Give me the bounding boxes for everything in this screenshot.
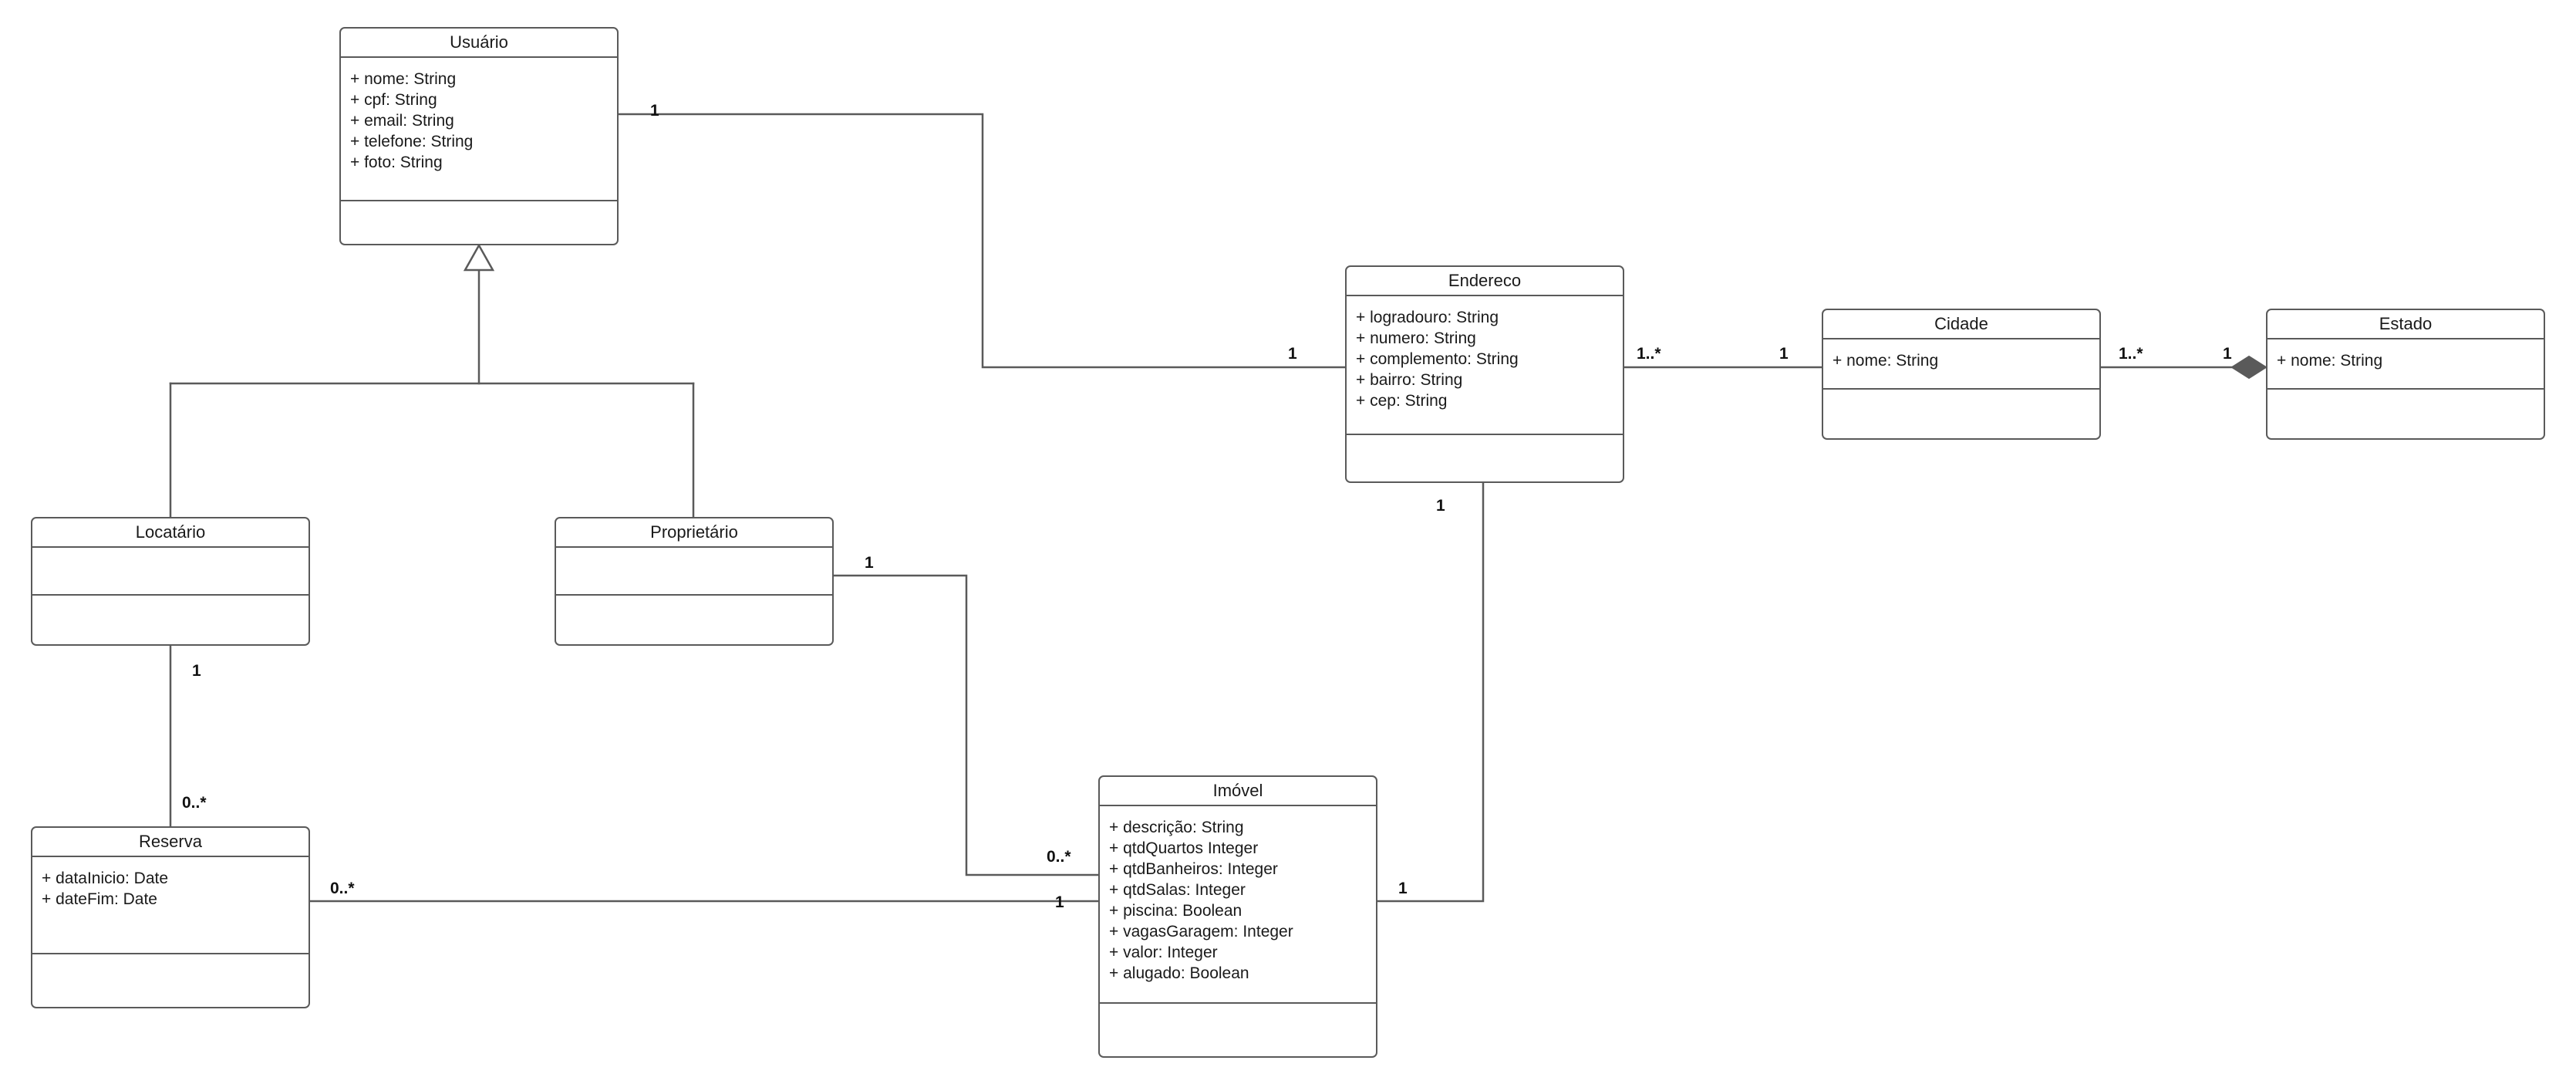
attribute: + complemento: String — [1356, 350, 1519, 368]
class-name-endereco: Endereco — [1347, 267, 1623, 296]
class-attributes-imovel: + descrição: String + qtdQuartos Integer… — [1100, 806, 1376, 1004]
attribute: + qtdBanheiros: Integer — [1109, 860, 1278, 878]
attribute: + nome: String — [350, 70, 457, 88]
class-name-locatario: Locatário — [32, 518, 309, 548]
class-box-proprietario[interactable]: Proprietário — [555, 517, 834, 646]
multiplicity-label: 1 — [1436, 497, 1445, 515]
class-name-proprietario: Proprietário — [556, 518, 832, 548]
class-methods-endereco — [1347, 435, 1623, 481]
attribute: + valor: Integer — [1109, 944, 1218, 961]
class-box-cidade[interactable]: Cidade + nome: String — [1822, 309, 2101, 440]
class-attributes-locatario — [32, 548, 309, 596]
class-methods-estado — [2267, 390, 2544, 438]
attribute: + numero: String — [1356, 329, 1476, 347]
class-name-usuario: Usuário — [341, 29, 617, 58]
attribute: + cep: String — [1356, 392, 1448, 410]
attribute: + qtdSalas: Integer — [1109, 881, 1246, 899]
class-box-reserva[interactable]: Reserva + dataInicio: Date + dateFim: Da… — [31, 826, 310, 1008]
class-attributes-proprietario — [556, 548, 832, 596]
attribute: + alugado: Boolean — [1109, 964, 1249, 982]
generalization-arrowhead — [463, 243, 495, 272]
attribute: + nome: String — [1833, 352, 1939, 370]
attribute: + nome: String — [2277, 352, 2383, 370]
attribute: + qtdQuartos Integer — [1109, 839, 1259, 857]
multiplicity-label: 0..* — [1047, 848, 1071, 866]
class-methods-usuario — [341, 201, 617, 244]
class-name-cidade: Cidade — [1823, 310, 2099, 339]
class-box-estado[interactable]: Estado + nome: String — [2266, 309, 2545, 440]
class-name-reserva: Reserva — [32, 828, 309, 857]
multiplicity-label: 1 — [1288, 345, 1297, 363]
multiplicity-label: 1 — [650, 102, 659, 120]
attribute: + vagasGaragem: Integer — [1109, 923, 1293, 940]
multiplicity-label: 1..* — [1637, 345, 1661, 363]
class-name-imovel: Imóvel — [1100, 777, 1376, 806]
attribute: + logradouro: String — [1356, 309, 1499, 326]
multiplicity-label: 0..* — [330, 880, 355, 897]
attribute: + descrição: String — [1109, 819, 1244, 836]
class-box-locatario[interactable]: Locatário — [31, 517, 310, 646]
multiplicity-label: 1 — [192, 662, 201, 680]
attribute: + dataInicio: Date — [42, 870, 169, 887]
edge-proprietario-imovel — [832, 574, 1100, 876]
attribute: + cpf: String — [350, 91, 437, 109]
class-box-imovel[interactable]: Imóvel + descrição: String + qtdQuartos … — [1098, 775, 1377, 1058]
class-attributes-estado: + nome: String — [2267, 339, 2544, 390]
multiplicity-label: 0..* — [182, 794, 207, 812]
class-methods-reserva — [32, 954, 309, 1007]
class-methods-imovel — [1100, 1004, 1376, 1056]
attribute: + foto: String — [350, 154, 443, 171]
attribute: + email: String — [350, 112, 454, 130]
class-box-usuario[interactable]: Usuário + nome: String + cpf: String + e… — [339, 27, 619, 245]
multiplicity-label: 1 — [1055, 893, 1064, 911]
class-methods-cidade — [1823, 390, 2099, 438]
edge-usuario-endereco — [617, 113, 1347, 369]
composition-diamond — [2230, 355, 2267, 380]
multiplicity-label: 1..* — [2119, 345, 2143, 363]
multiplicity-label: 1 — [1779, 345, 1789, 363]
attribute: + piscina: Boolean — [1109, 902, 1242, 920]
class-attributes-endereco: + logradouro: String + numero: String + … — [1347, 296, 1623, 435]
attribute: + telefone: String — [350, 133, 474, 150]
multiplicity-label: 1 — [2223, 345, 2232, 363]
class-name-estado: Estado — [2267, 310, 2544, 339]
class-methods-proprietario — [556, 596, 832, 644]
multiplicity-label: 1 — [1398, 880, 1408, 897]
class-attributes-reserva: + dataInicio: Date + dateFim: Date — [32, 857, 309, 954]
class-attributes-usuario: + nome: String + cpf: String + email: St… — [341, 58, 617, 201]
class-methods-locatario — [32, 596, 309, 644]
multiplicity-label: 1 — [865, 554, 874, 572]
attribute: + dateFim: Date — [42, 890, 157, 908]
attribute: + bairro: String — [1356, 371, 1463, 389]
edge-imovel-endereco — [1376, 481, 1485, 903]
class-box-endereco[interactable]: Endereco + logradouro: String + numero: … — [1345, 265, 1624, 483]
class-attributes-cidade: + nome: String — [1823, 339, 2099, 390]
